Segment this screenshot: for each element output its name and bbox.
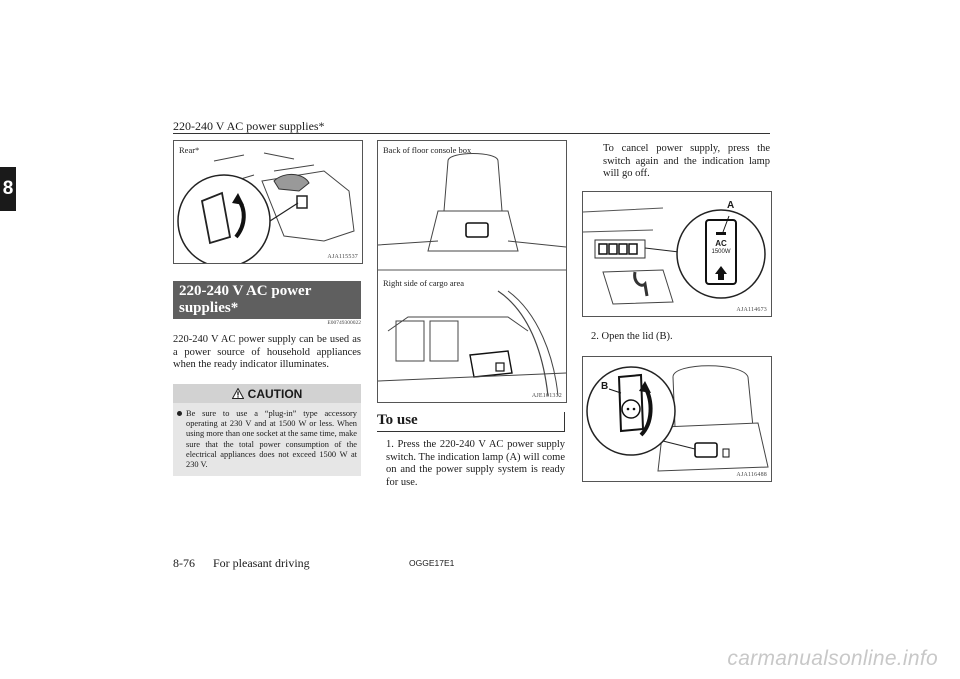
step-2-text: 2. Open the lid (B).	[591, 331, 673, 342]
switch-label-a: A	[727, 200, 735, 211]
bullet-icon	[177, 411, 182, 416]
caution-text: Be sure to use a “plug-in” type accessor…	[186, 409, 357, 470]
section-code: E00749300022	[327, 320, 361, 326]
section-title: 220-240 V AC power supplies*	[173, 281, 361, 319]
footer-page-number: 8-76	[173, 556, 195, 570]
caution-header: CAUTION	[173, 384, 361, 403]
chapter-tab: 8	[0, 167, 16, 211]
to-use-tick	[564, 412, 565, 432]
switch-label-w: 1500W	[711, 249, 731, 255]
figure-console-caption: Back of floor console box	[383, 145, 472, 155]
lid-label-b: B	[601, 381, 609, 392]
page-header-title: 220-240 V AC power supplies*	[173, 119, 325, 133]
figure-rear-code: AJA115537	[327, 254, 358, 260]
figure-lid: B AJA116488	[582, 356, 772, 482]
figure-console-cargo: Back of floor console box Right side of …	[377, 140, 567, 403]
section-intro: 220-240 V AC power supply can be used as…	[173, 334, 361, 371]
step-1-text: 1. Press the 220-240 V AC power supply s…	[386, 439, 565, 488]
header-rule	[173, 133, 770, 134]
to-use-heading: To use	[377, 412, 418, 428]
footer-doc-code: OGGE17E1	[409, 558, 455, 568]
figure-lid-code: AJA116488	[736, 472, 767, 478]
footer-page-section: 8-76 For pleasant driving	[173, 556, 310, 571]
figure-switch: A AC 1500W AJA114673	[582, 191, 772, 317]
figure-rear-caption: Rear*	[179, 145, 200, 155]
to-use-rule	[377, 431, 565, 432]
figure-switch-code: AJA114673	[736, 307, 767, 313]
cancel-text: To cancel power supply, press the switch…	[603, 143, 770, 180]
caution-box: CAUTION Be sure to use a “plug-in” type …	[173, 384, 361, 476]
footer-section-name: For pleasant driving	[213, 556, 310, 570]
figure-cargo-caption: Right side of cargo area	[383, 278, 465, 288]
caution-label: CAUTION	[247, 386, 303, 401]
warning-triangle-icon	[231, 388, 244, 399]
figure-cargo-code: AJE101332	[531, 393, 562, 399]
figure-rear: Rear* AJA115537	[173, 140, 363, 264]
switch-label-ac: AC	[715, 239, 727, 248]
watermark-text: carmanualsonline.info	[727, 647, 938, 670]
caution-text-block: Be sure to use a “plug-in” type accessor…	[177, 409, 357, 470]
